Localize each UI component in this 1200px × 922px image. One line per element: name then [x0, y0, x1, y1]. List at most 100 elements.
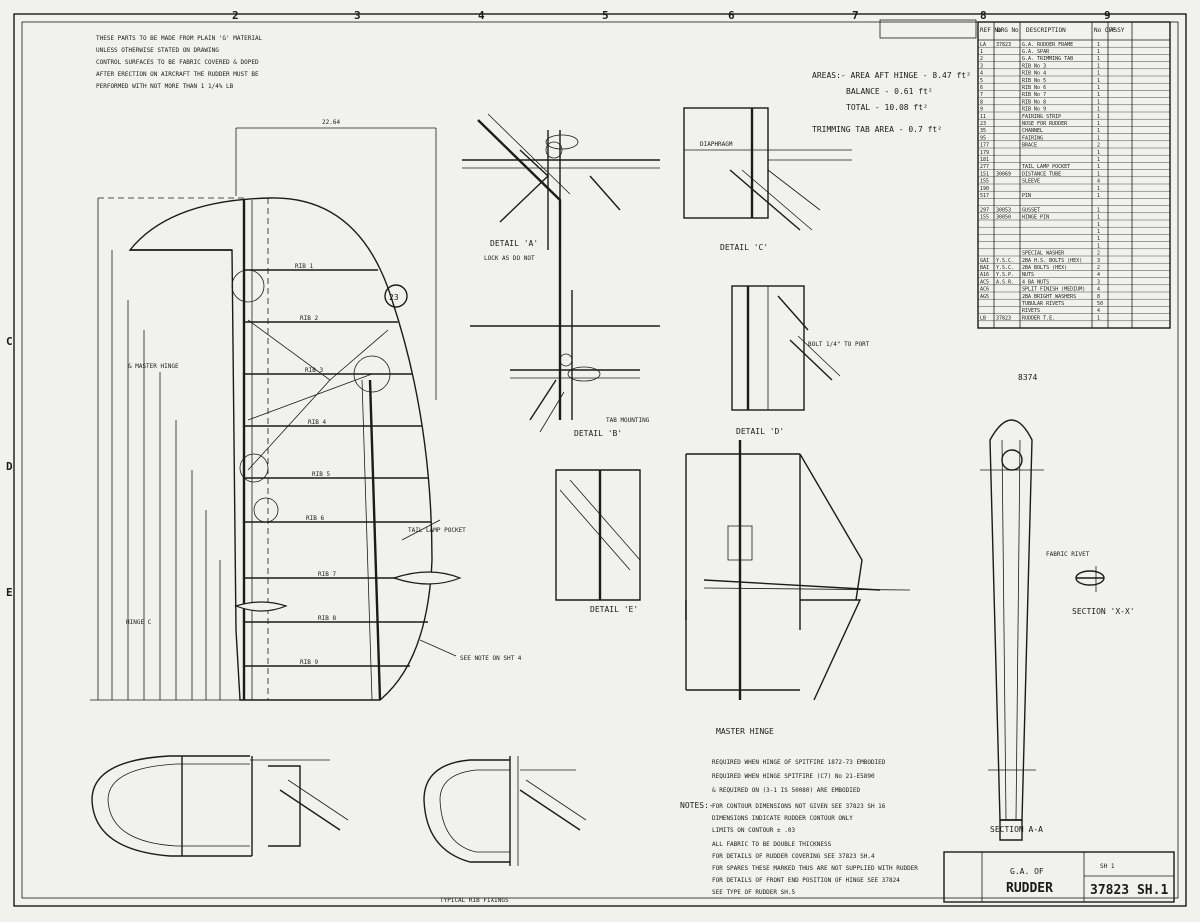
detail-b: DETAIL 'B' TAB MOUNTING [470, 290, 660, 438]
top-note-line: PERFORMED WITH NOT MORE THAN 1 1/4% LB [96, 83, 234, 90]
note-line: ALL FABRIC TO BE DOUBLE THICKNESS [712, 841, 832, 848]
rib-label: RIB 1 [295, 263, 313, 270]
zone-row-c: C [6, 335, 13, 348]
parts-cell-qty: 1 [1097, 92, 1100, 98]
parts-cell-qty: 4 [1097, 308, 1100, 314]
top-note-line: CONTROL SURFACES TO BE FABRIC COVERED & … [96, 59, 259, 66]
parts-cell-desc: 2BA BRIGHT WASHERS [1022, 294, 1076, 300]
parts-cell-drg: 30053 [996, 207, 1011, 213]
parts-col-desc: DESCRIPTION [1026, 27, 1066, 34]
zone-row-d: D [6, 460, 13, 473]
parts-cell-qty: 2 [1097, 265, 1100, 271]
parts-cell-ref: 8 [980, 99, 983, 105]
zone-2: 2 [232, 9, 239, 22]
parts-cell-ref: GAI [980, 258, 989, 264]
zone-4: 4 [478, 9, 485, 22]
parts-cell-qty: 4 [1097, 179, 1100, 185]
parts-cell-ref: 297 [980, 207, 989, 213]
parts-cell-ref: 177 [980, 143, 989, 149]
rib-label: RIB 8 [318, 615, 336, 622]
parts-cell-ref: AC6 [980, 287, 989, 293]
parts-cell-ref: 23 [980, 121, 986, 127]
tab-mounting-label: TAB MOUNTING [606, 417, 650, 424]
parts-cell-ref: A16 [980, 272, 989, 278]
detail-e: DETAIL 'E' [555, 469, 641, 614]
parts-cell-drg: 37823 [996, 42, 1011, 48]
area-balance: BALANCE - 0.61 ft² [846, 87, 933, 96]
top-note-line: THESE PARTS TO BE MADE FROM PLAIN 'G' MA… [96, 35, 263, 42]
parts-cell-ref: 517 [980, 193, 989, 199]
revision-box [879, 19, 977, 39]
area-total: TOTAL - 10.08 ft² [846, 103, 928, 112]
parts-cell-qty: 1 [1097, 150, 1100, 156]
rudder-outline [128, 197, 433, 701]
parts-cell-qty: 1 [1097, 164, 1100, 170]
parts-cell-qty: 1 [1097, 121, 1100, 127]
hinge-label: HINGE C [126, 619, 152, 626]
parts-cell-desc: FAIRING STRIP [1022, 114, 1061, 120]
parts-cell-desc: RIB No 9 [1022, 107, 1046, 113]
parts-cell-ref: 1 [980, 49, 983, 55]
parts-cell-qty: 1 [1097, 42, 1100, 48]
parts-cell-qty: 4 [1097, 272, 1100, 278]
parts-cell-qty: 1 [1097, 78, 1100, 84]
detail-circle [239, 453, 269, 483]
detail-c: DIAPHRAGM DETAIL 'C' [683, 107, 852, 252]
parts-cell-drg: Y.S.C. [996, 258, 1014, 264]
parts-cell-qty: 1 [1097, 171, 1100, 177]
parts-cell-desc: G.A. RUDDER FRAME [1022, 42, 1073, 48]
hinge-note: & REQUIRED ON (3-1 IS 50080) ARE EMBODIE… [712, 787, 860, 794]
diaphragm-label: DIAPHRAGM [700, 141, 733, 148]
parts-cell-ref: 277 [980, 164, 989, 170]
parts-cell-qty: 1 [1097, 63, 1100, 69]
detail-e-title: DETAIL 'E' [590, 605, 638, 614]
detail-b-title: DETAIL 'B' [574, 429, 622, 438]
parts-cell-qty: 1 [1097, 128, 1100, 134]
detail-circle [231, 269, 265, 303]
parts-cell-ref: 4 [980, 71, 983, 77]
parts-col-ref: REF No [980, 27, 1002, 34]
parts-cell-desc: SPECIAL WASHER [1022, 251, 1065, 257]
parts-cell-ref: BAI [980, 265, 989, 271]
zone-8: 8 [980, 9, 987, 22]
dim-top: 22.64 [322, 119, 340, 126]
parts-cell-ref: 155 [980, 179, 989, 185]
parts-cell-desc: GUSSET [1022, 207, 1040, 213]
parts-cell-ref: LA [980, 42, 986, 48]
rib-label: RIB 4 [308, 419, 326, 426]
parts-cell-drg: A.S.R. [996, 279, 1014, 285]
parts-list: REF No DRG No DESCRIPTION No OFF ASSY LA… [977, 21, 1171, 329]
parts-cell-ref: 11 [980, 114, 986, 120]
detail-d-title: DETAIL 'D' [736, 427, 784, 436]
detail-c-title: DETAIL 'C' [720, 243, 768, 252]
detail-d: DETAIL 'D' MASTER HINGE [685, 427, 911, 736]
top-notes: THESE PARTS TO BE MADE FROM PLAIN 'G' MA… [96, 35, 263, 90]
note-line: FOR DETAILS OF RUDDER COVERING SEE 37823… [712, 853, 875, 860]
fabric-rivet-note: FABRIC RIVET [1046, 551, 1090, 558]
detail-a-title: DETAIL 'A' [490, 239, 538, 248]
notes-block: REQUIRED WHEN HINGE OF SPITFIRE 1872-73 … [680, 759, 918, 896]
note-line: FOR SPARES THESE MARKED THUS ARE NOT SUP… [712, 865, 918, 872]
title-line-1: G.A. OF [1010, 867, 1044, 876]
parts-cell-desc: 4 BA NUTS [1022, 279, 1049, 285]
area-trim-tab: TRIMMING TAB AREA - 0.7 ft² [812, 125, 942, 134]
hinge-note: REQUIRED WHEN HINGE SPITFIRE (C7) No 21-… [712, 773, 875, 780]
detail-circle [353, 355, 391, 393]
parts-cell-ref: LB [980, 315, 986, 321]
parts-cell-ref: 3 [980, 63, 983, 69]
rudder-side-view: 22.64 23 RIB 1 RIB 2 RIB 3 RIB 4 RIB 5 R… [90, 119, 522, 701]
parts-cell-ref: 5 [980, 78, 983, 84]
zone-7: 7 [852, 9, 859, 22]
parts-cell-ref: 190 [980, 186, 989, 192]
tail-lamp-label: TAIL LAMP POCKET [408, 527, 466, 534]
area-aft-hinge: AREAS:- AREA AFT HINGE - 8.47 ft² [812, 71, 971, 80]
rib-label: RIB 9 [300, 659, 318, 666]
balance-weight [392, 571, 462, 585]
hinge-note: REQUIRED WHEN HINGE OF SPITFIRE 1872-73 … [712, 759, 886, 766]
parts-cell-ref: 35 [980, 128, 986, 134]
zone-6: 6 [728, 9, 735, 22]
parts-cell-qty: 1 [1097, 236, 1100, 242]
parts-cell-desc: G.A. TRIMMING TAB [1022, 56, 1073, 62]
